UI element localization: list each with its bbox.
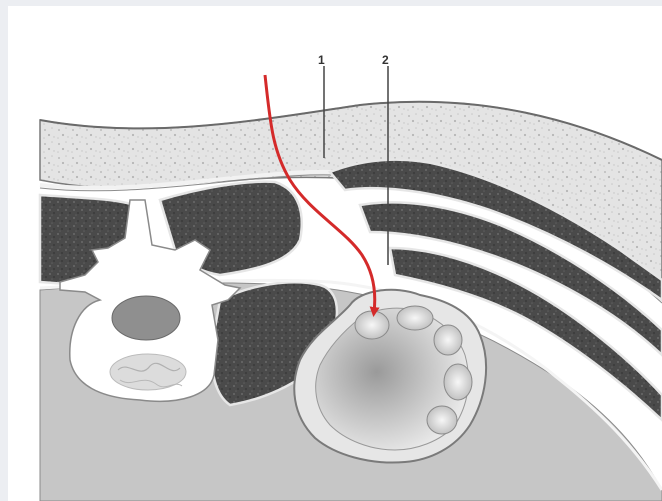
label-2: 2 [382, 53, 389, 67]
spinal-canal [112, 296, 180, 340]
label-1: 1 [318, 53, 325, 67]
